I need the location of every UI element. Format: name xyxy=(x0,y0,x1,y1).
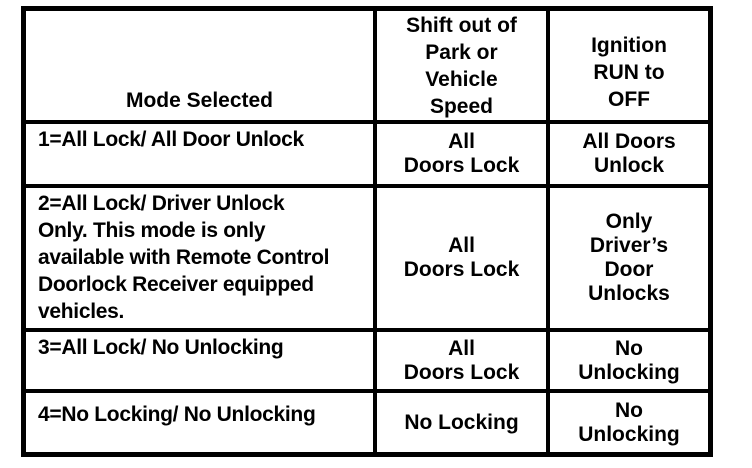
cell-row3-ignition: No Unlocking xyxy=(550,332,708,389)
header-shift-out-of-park-or-vehicle-speed: Shift out of Park or Vehicle Speed xyxy=(377,11,546,120)
header-mode-selected: Mode Selected xyxy=(26,11,373,120)
cell-row3-mode: 3=All Lock/ No Unlocking xyxy=(26,332,373,389)
cell-row4-mode: 4=No Locking/ No Unlocking xyxy=(26,393,373,452)
header-ignition-run-to-off: Ignition RUN to OFF xyxy=(550,11,708,120)
cell-row1-mode: 1=All Lock/ All Door Unlock xyxy=(26,124,373,184)
cell-row2-shift: All Doors Lock xyxy=(377,188,546,328)
doorlock-mode-table: Mode Selected Shift out of Park or Vehic… xyxy=(21,6,713,457)
cell-row2-mode: 2=All Lock/ Driver Unlock Only. This mod… xyxy=(26,188,373,328)
cell-row3-shift: All Doors Lock xyxy=(377,332,546,389)
cell-row4-shift: No Locking xyxy=(377,393,546,452)
cell-row4-ignition: No Unlocking xyxy=(550,393,708,452)
cell-row1-ignition: All Doors Unlock xyxy=(550,124,708,184)
cell-row1-shift: All Doors Lock xyxy=(377,124,546,184)
cell-row2-ignition: Only Driver’s Door Unlocks xyxy=(550,188,708,328)
